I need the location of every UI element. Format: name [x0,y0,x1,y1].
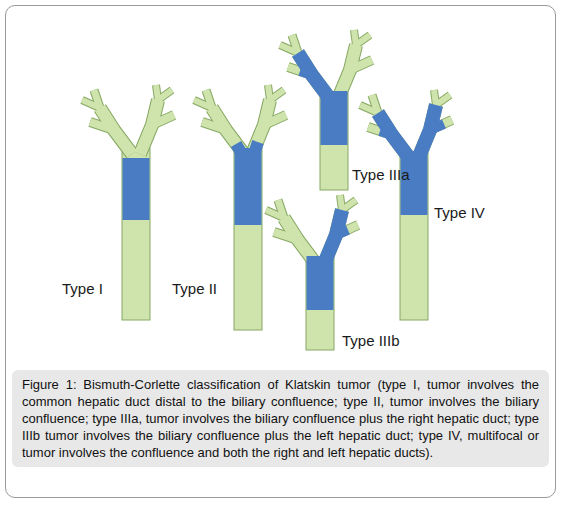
type-label: Type I [62,280,103,298]
type-label: Type II [172,280,217,298]
type-label: Type IV [434,204,485,222]
type-label: Type IIIb [342,332,400,350]
figure-caption: Figure 1: Bismuth-Corlette classificatio… [12,370,549,467]
duct-type-3b [266,195,358,350]
type-label: Type IIIa [352,166,410,184]
